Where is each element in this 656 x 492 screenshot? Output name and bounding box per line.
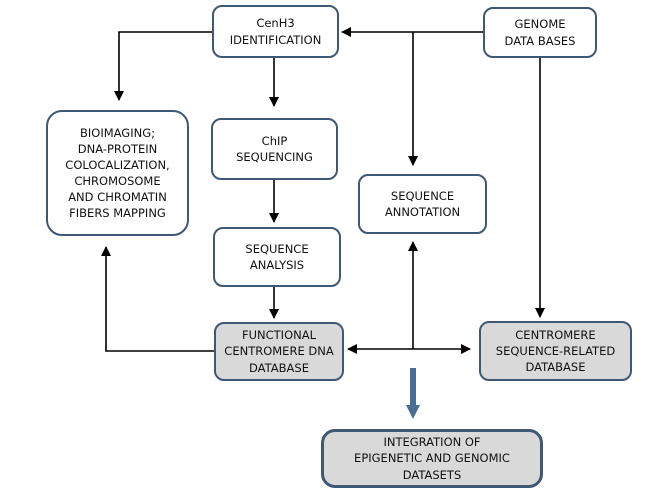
node-chip-label: ChIP SEQUENCING [236, 133, 313, 164]
node-bioimaging-label: BIOIMAGING; DNA-PROTEIN COLOCALIZATION, … [65, 125, 170, 221]
arrow-functional-to-bioimaging [101, 246, 214, 352]
arrow-cenh3-to-bioimaging [114, 31, 212, 101]
node-annotation-label: SEQUENCE ANNOTATION [384, 188, 461, 219]
node-sequence-annotation: SEQUENCE ANNOTATION [358, 174, 487, 234]
node-functional-label: FUNCTIONAL CENTROMERE DNA DATABASE [224, 328, 334, 375]
node-genome-databases: GENOME DATA BASES [483, 7, 597, 58]
node-sequence-analysis: SEQUENCE ANALYSIS [213, 227, 341, 287]
node-cenh3-identification: CenH3 IDENTIFICATION [212, 5, 339, 58]
node-bioimaging: BIOIMAGING; DNA-PROTEIN COLOCALIZATION, … [46, 110, 189, 236]
node-centromere-sequence-db: CENTROMERE SEQUENCE-RELATED DATABASE [479, 321, 632, 381]
node-analysis-label: SEQUENCE ANALYSIS [245, 241, 309, 272]
node-functional-centromere-db: FUNCTIONAL CENTROMERE DNA DATABASE [214, 322, 344, 381]
node-chip-sequencing: ChIP SEQUENCING [211, 118, 338, 180]
node-integration-label: INTEGRATION OF EPIGENETIC AND GENOMIC DA… [354, 435, 510, 482]
node-centromere-db-label: CENTROMERE SEQUENCE-RELATED DATABASE [495, 327, 616, 375]
node-genome-label: GENOME DATA BASES [504, 17, 576, 48]
node-integration-datasets: INTEGRATION OF EPIGENETIC AND GENOMIC DA… [321, 429, 543, 488]
node-cenh3-label: CenH3 IDENTIFICATION [229, 16, 322, 47]
